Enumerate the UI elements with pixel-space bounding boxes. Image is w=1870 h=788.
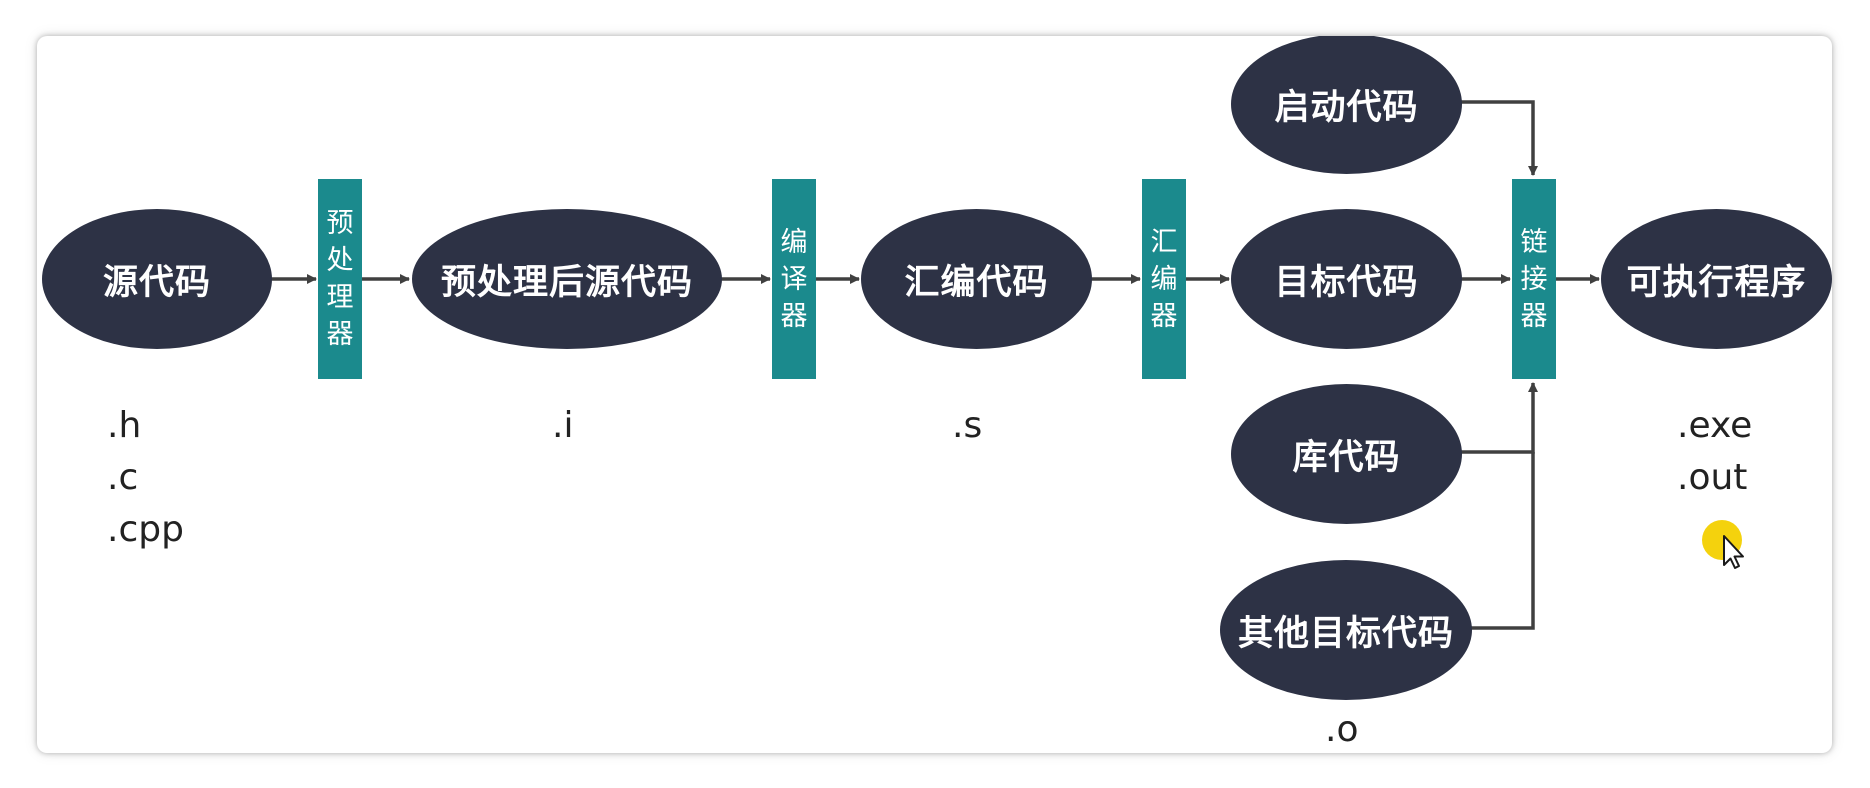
executable-node: 可执行程序	[1601, 209, 1832, 349]
compiler-box: 编译器	[772, 179, 816, 379]
source-extensions: .h .c .cpp	[107, 400, 184, 556]
library-code-label: 库代码	[1292, 437, 1401, 478]
linker-label: 链接器	[1520, 226, 1548, 332]
source-code-label: 源代码	[102, 262, 211, 303]
arrow-library-to-linker	[1461, 382, 1538, 454]
preprocessed-code-node: 预处理后源代码	[412, 209, 722, 349]
line-other-object-to-linker	[1469, 452, 1535, 630]
object-code-label: 目标代码	[1274, 262, 1419, 303]
source-code-node: 源代码	[42, 209, 272, 349]
assembler-box: 汇编器	[1142, 179, 1186, 379]
preprocessed-extensions: .i	[552, 400, 573, 452]
mouse-pointer-icon	[1702, 520, 1744, 569]
ext-c: .c	[107, 457, 139, 498]
ext-i: .i	[552, 405, 574, 446]
library-code-node: 库代码	[1231, 384, 1462, 524]
assembly-code-node: 汇编代码	[861, 209, 1092, 349]
object-extensions: .o	[1325, 704, 1358, 753]
executable-label: 可执行程序	[1626, 262, 1807, 303]
preprocessor-box: 预处理器	[318, 179, 362, 379]
slide-panel: 源代码 预处理后源代码 汇编代码 目标代码 启动代码 库代码 其他目标代码 可执…	[37, 36, 1832, 753]
ext-cpp: .cpp	[107, 509, 184, 550]
ext-exe: .exe	[1677, 405, 1753, 446]
assembly-extensions: .s	[952, 400, 982, 452]
arrow-startup-to-linker	[1461, 100, 1538, 176]
ext-out: .out	[1677, 457, 1748, 498]
startup-code-node: 启动代码	[1231, 36, 1462, 174]
other-object-code-label: 其他目标代码	[1237, 613, 1454, 654]
ext-o: .o	[1325, 709, 1359, 750]
ext-s: .s	[952, 405, 983, 446]
object-code-node: 目标代码	[1231, 209, 1462, 349]
startup-code-label: 启动代码	[1274, 87, 1419, 128]
other-object-code-node: 其他目标代码	[1220, 560, 1472, 700]
assembly-code-label: 汇编代码	[904, 262, 1049, 303]
compiler-label: 编译器	[780, 226, 808, 332]
assembler-label: 汇编器	[1150, 226, 1178, 332]
connector-arrows	[270, 100, 1600, 630]
preprocessed-code-label: 预处理后源代码	[440, 262, 693, 303]
ext-h: .h	[107, 405, 142, 446]
executable-extensions: .exe .out	[1677, 400, 1752, 504]
preprocessor-label: 预处理器	[326, 208, 354, 350]
linker-box: 链接器	[1512, 179, 1556, 379]
